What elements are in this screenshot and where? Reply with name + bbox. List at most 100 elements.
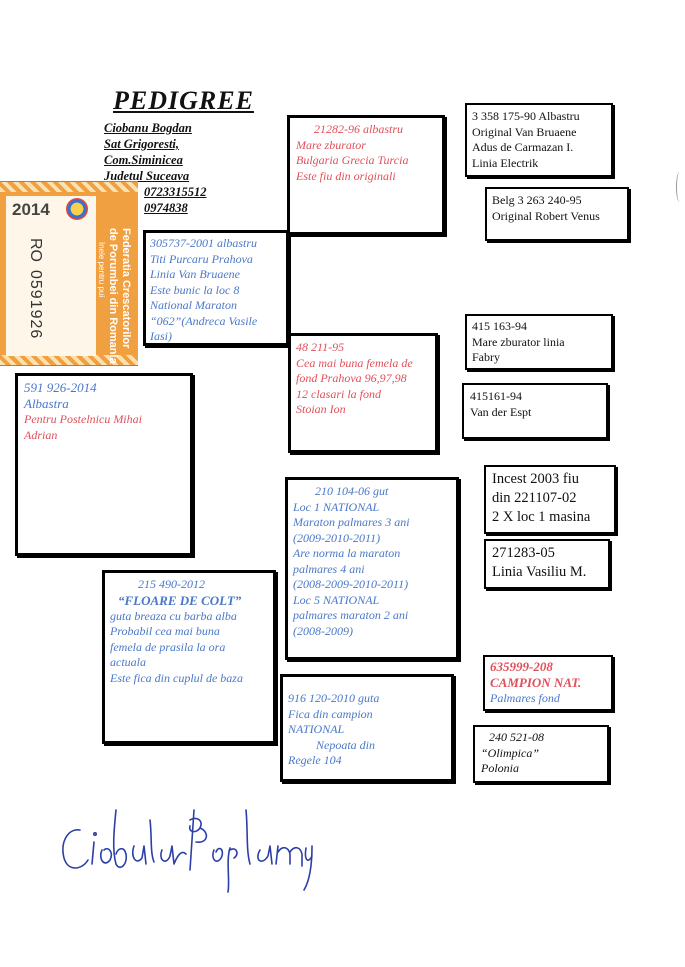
ggp-1-line-4: Linia Electrik xyxy=(472,155,539,170)
ggp-box-7: 635999-208 CAMPION NAT. Palmares fond xyxy=(483,655,613,711)
card-pattern-top xyxy=(0,182,138,192)
sire-dam-line-3: fond Prahova 96,97,98 xyxy=(296,371,407,385)
owner-village: Sat Grigoresti, xyxy=(104,137,180,151)
ggp-box-2: Belg 3 263 240-95 Original Robert Venus xyxy=(485,187,629,241)
sire-dam-line-4: 12 clasari la fond xyxy=(296,386,382,401)
sire-box: 305737-2001 albastru Titi Purcaru Prahov… xyxy=(143,230,289,346)
dam-sire-line-3: Maraton palmares 3 ani xyxy=(293,515,410,529)
sire-sire-line-4: Este fiu din originali xyxy=(296,168,396,183)
dam-sire-ring: 210 104-06 gut xyxy=(315,484,389,498)
sire-line-7: Iasi) xyxy=(150,329,172,343)
owner-name: Ciobanu Bogdan xyxy=(104,121,192,135)
sire-dam-ring: 48 211-95 xyxy=(296,340,345,354)
dam-sire-line-8: Loc 5 NATIONAL xyxy=(293,592,380,607)
dam-sire-line-2: Loc 1 NATIONAL xyxy=(293,499,380,514)
card-org-1: Federatia Crescatorilor xyxy=(120,228,132,349)
dam-dam-box: 916 120-2010 guta Fica din campion NATIO… xyxy=(280,674,454,782)
ggp-8-country: Polonia xyxy=(481,761,519,775)
card-pattern-bottom xyxy=(0,355,138,365)
dam-dam-line-5: Regele 104 xyxy=(288,753,342,767)
dam-name: “FLOARE DE COLT” xyxy=(118,592,242,608)
dam-dam-line-4: Nepoata din xyxy=(316,737,375,752)
dam-sire-line-9: palmares maraton 2 ani xyxy=(293,608,409,622)
ggp-8-ring: 240 521-08 xyxy=(489,730,544,744)
ggp-6-line-1: 271283-05 xyxy=(492,545,555,561)
owner-phone-2: 0974838 xyxy=(144,201,188,215)
ggp-box-4: 415161-94 Van der Espt xyxy=(462,383,608,439)
ggp-4-line-1: 415161-94 xyxy=(470,389,522,403)
ggp-box-3: 415 163-94 Mare zburator linia Fabry xyxy=(465,314,613,370)
margin-mark xyxy=(676,172,683,202)
pigeon-note-2: Adrian xyxy=(24,427,58,442)
ggp-5-line-2: din 221107-02 xyxy=(492,490,577,506)
ggp-1-line-1: 3 358 175-90 Albastru xyxy=(472,109,580,123)
ggp-1-line-3: Adus de Carmazan I. xyxy=(472,140,574,154)
dam-line-3: guta breaza cu barba alba xyxy=(110,608,237,623)
ggp-box-5: Incest 2003 fiu din 221107-02 2 X loc 1 … xyxy=(484,465,616,534)
pigeon-color: Albastra xyxy=(24,396,69,411)
ggp-6-line-2: Linia Vasiliu M. xyxy=(492,564,587,580)
pigeon-ring: 591 926-2014 xyxy=(24,380,97,395)
card-year: 2014 xyxy=(12,200,50,219)
sire-line-1: 305737-2001 albastru xyxy=(150,236,258,250)
ggp-2-line-1: Belg 3 263 240-95 xyxy=(492,193,582,207)
dam-line-4: Probabil cea mai buna xyxy=(110,624,220,638)
ring-card: 2014 RO 0591926 Federatia Crescatorilor … xyxy=(0,181,138,366)
sire-dam-box: 48 211-95 Cea mai buna femela de fond Pr… xyxy=(288,333,438,453)
ggp-3-line-3: Fabry xyxy=(472,350,500,364)
ggp-7-ring: 635999-208 xyxy=(490,659,553,674)
dam-sire-box: 210 104-06 gut Loc 1 NATIONAL Maraton pa… xyxy=(285,477,459,660)
dam-sire-line-6: palmares 4 ani xyxy=(293,561,365,576)
sire-line-2: Titi Purcaru Prahova xyxy=(150,251,253,266)
pigeon-note-1: Pentru Postelnicu Mihai xyxy=(24,412,142,426)
ggp-7-note: Palmares fond xyxy=(490,691,560,705)
sire-line-4: Este bunic la loc 8 xyxy=(150,282,240,297)
sire-sire-line-2: Mare zburator xyxy=(296,137,366,152)
dam-line-7: Este fica din cuplul de baza xyxy=(110,670,243,685)
ggp-5-line-3: 2 X loc 1 masina xyxy=(492,509,591,525)
sire-dam-line-5: Stoian Ion xyxy=(296,402,346,416)
sire-line-5: National Maraton xyxy=(150,298,238,312)
federation-logo-icon xyxy=(66,198,88,220)
sire-line-6: “062”(Andreca Vasile xyxy=(150,313,258,328)
ggp-3-line-2: Mare zburator linia xyxy=(472,334,565,349)
card-org-2: de Porumbei din Romania xyxy=(107,228,119,364)
sire-dam-line-2: Cea mai buna femela de xyxy=(296,355,413,370)
dam-dam-ring: 916 120-2010 guta xyxy=(288,691,380,705)
card-panel xyxy=(6,196,96,356)
ggp-box-8: 240 521-08 “Olimpica” Polonia xyxy=(473,725,609,783)
dam-dam-line-3: NATIONAL xyxy=(288,722,345,736)
ggp-box-6: 271283-05 Linia Vasiliu M. xyxy=(484,539,610,589)
dam-sire-line-10: (2008-2009) xyxy=(293,623,353,638)
owner-county: Judetul Suceava xyxy=(104,169,190,183)
dam-dam-line-2: Fica din campion xyxy=(288,706,373,721)
sire-sire-line-3: Bulgaria Grecia Turcia xyxy=(296,153,409,167)
dam-ring: 215 490-2012 xyxy=(138,577,205,591)
card-org-3: Inele pentru pui xyxy=(97,242,106,298)
sire-sire-ring: 21282-96 albastru xyxy=(314,122,404,136)
ggp-2-line-2: Original Robert Venus xyxy=(492,208,600,223)
card-number: 0591926 xyxy=(27,270,44,340)
page-title: PEDIGREE xyxy=(113,86,254,115)
card-country: RO xyxy=(27,238,44,262)
dam-box: 215 490-2012 “FLOARE DE COLT” guta breaz… xyxy=(102,570,276,744)
dam-line-5: femela de prasila la ora xyxy=(110,639,226,654)
ggp-1-line-2: Original Van Bruaene xyxy=(472,124,577,139)
ggp-4-line-2: Van der Espt xyxy=(470,404,532,419)
signature xyxy=(62,809,313,893)
sire-line-3: Linia Van Bruaene xyxy=(150,267,240,281)
owner-commune: Com.Siminicea xyxy=(104,153,183,167)
ggp-7-title: CAMPION NAT. xyxy=(490,675,582,690)
ggp-5-line-1: Incest 2003 fiu xyxy=(492,471,579,487)
ggp-3-line-1: 415 163-94 xyxy=(472,319,527,333)
ggp-box-1: 3 358 175-90 Albastru Original Van Bruae… xyxy=(465,103,613,177)
owner-phone: 0723315512 xyxy=(144,185,207,199)
dam-sire-line-7: (2008-2009-2010-2011) xyxy=(293,577,409,591)
dam-sire-line-5: Are norma la maraton xyxy=(293,546,401,560)
dam-sire-line-4: (2009-2010-2011) xyxy=(293,530,381,545)
pigeon-box: 591 926-2014 Albastra Pentru Postelnicu … xyxy=(15,373,193,556)
owner-info: Ciobanu Bogdan Sat Grigoresti, Com.Simin… xyxy=(104,120,207,216)
dam-line-6: actuala xyxy=(110,655,146,669)
sire-sire-box: 21282-96 albastru Mare zburator Bulgaria… xyxy=(287,115,445,235)
ggp-8-name: “Olimpica” xyxy=(481,745,540,760)
